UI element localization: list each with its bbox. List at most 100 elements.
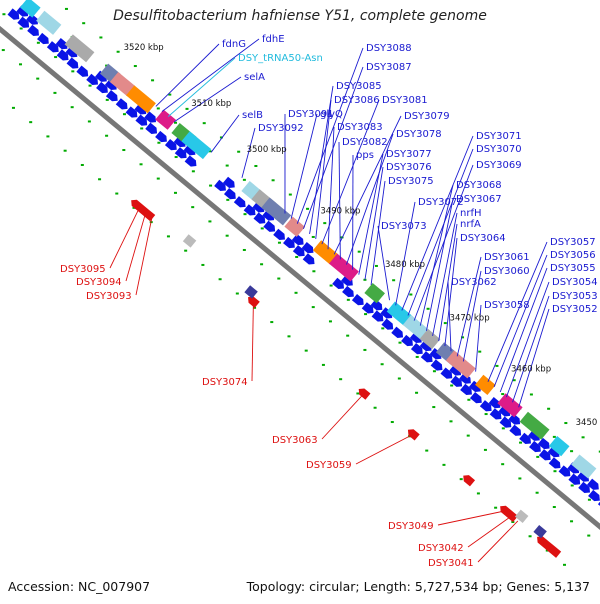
scale-tick-dot <box>277 278 280 280</box>
scale-tick-dot <box>272 179 275 181</box>
scale-tick-dot <box>219 278 222 280</box>
scale-tick-dot <box>358 251 361 253</box>
scale-tick-dot <box>270 321 273 323</box>
feature-label[interactable]: DSY3062 <box>451 277 497 288</box>
scale-tick-dot <box>174 122 177 124</box>
feature-label[interactable]: DSY3085 <box>336 81 382 92</box>
accession-text: Accession: NC_007907 <box>8 579 150 594</box>
feature-block[interactable] <box>475 375 496 395</box>
reverse-feature-leader-line <box>478 521 518 562</box>
kbp-tick-label: 3500 kbp <box>247 145 287 155</box>
forward-gene-arrow[interactable] <box>303 253 317 267</box>
scale-tick-dot <box>71 70 74 72</box>
feature-label[interactable]: DSY3056 <box>550 250 596 261</box>
reverse-feature-label[interactable]: DSY3063 <box>272 435 318 446</box>
feature-label[interactable]: nrfH <box>460 208 482 219</box>
reverse-gene-arrow[interactable] <box>405 427 419 441</box>
feature-label[interactable]: DSY3060 <box>484 266 530 277</box>
reverse-feature-label[interactable]: DSY3095 <box>60 264 106 275</box>
feature-label[interactable]: DSY3057 <box>550 237 596 248</box>
feature-label[interactable]: DSY3083 <box>337 122 383 133</box>
scale-tick-dot <box>570 450 573 452</box>
feature-label[interactable]: DSY3052 <box>552 304 598 315</box>
scale-tick-dot <box>157 142 160 144</box>
feature-block[interactable] <box>364 283 385 303</box>
scale-tick-dot <box>494 507 497 509</box>
feature-label[interactable]: DSY3054 <box>552 277 598 288</box>
feature-label[interactable]: DSY3070 <box>476 144 522 155</box>
reverse-feature-label[interactable]: DSY3074 <box>202 377 248 388</box>
feature-label[interactable]: DSY3069 <box>476 160 522 171</box>
feature-label[interactable]: DSY3076 <box>386 162 432 173</box>
feature-label[interactable]: nrfA <box>460 219 481 230</box>
scale-tick-dot <box>287 335 290 337</box>
reverse-feature-label[interactable]: DSY3093 <box>86 291 132 302</box>
feature-label[interactable]: DSY3058 <box>484 300 530 311</box>
reverse-feature-block[interactable] <box>515 510 528 523</box>
scale-tick-dot <box>184 250 187 252</box>
scale-tick-dot <box>186 108 189 110</box>
scale-tick-dot <box>140 163 143 165</box>
reverse-feature-leader-line <box>322 393 364 439</box>
feature-label[interactable]: pps <box>356 150 374 161</box>
reverse-feature-label[interactable]: DSY3094 <box>76 277 122 288</box>
feature-label[interactable]: DSY3068 <box>456 180 502 191</box>
scale-tick-dot <box>553 470 556 472</box>
reverse-feature-block[interactable] <box>533 525 546 538</box>
feature-label[interactable]: glyQ <box>320 109 343 120</box>
scale-tick-dot <box>460 478 463 480</box>
feature-label[interactable]: DSY3055 <box>550 263 596 274</box>
reverse-feature-label[interactable]: DSY3041 <box>428 558 474 569</box>
feature-label[interactable]: DSY3088 <box>366 43 412 54</box>
scale-tick-dot <box>134 65 137 67</box>
feature-label[interactable]: DSY3064 <box>460 233 506 244</box>
scale-tick-dot <box>398 377 401 379</box>
feature-label[interactable]: DSY3067 <box>456 194 502 205</box>
feature-label[interactable]: DSY3078 <box>396 129 442 140</box>
feature-label[interactable]: DSY3053 <box>552 291 598 302</box>
reverse-feature-leader-line <box>110 207 140 268</box>
reverse-feature-block[interactable] <box>183 234 196 247</box>
scale-tick-dot <box>518 477 521 479</box>
scale-tick-dot <box>536 456 539 458</box>
scale-tick-dot <box>444 322 447 324</box>
feature-label[interactable]: DSY3081 <box>382 95 428 106</box>
scale-tick-dot <box>29 121 32 123</box>
feature-label[interactable]: selB <box>242 110 263 121</box>
feature-block[interactable] <box>497 393 522 417</box>
reverse-feature-label[interactable]: DSY3059 <box>306 460 352 471</box>
reverse-gene-arrow[interactable] <box>461 473 475 487</box>
scale-tick-dot <box>467 435 470 437</box>
scale-tick-dot <box>485 413 488 415</box>
scale-tick-dot <box>81 164 84 166</box>
feature-label[interactable]: DSY3071 <box>476 131 522 142</box>
feature-label[interactable]: fdhE <box>262 34 285 45</box>
reverse-feature-block[interactable] <box>244 285 257 298</box>
feature-label[interactable]: DSY_tRNA50-Asn <box>238 53 323 64</box>
scale-tick-dot <box>192 170 195 172</box>
reverse-feature-label[interactable]: DSY3049 <box>388 521 434 532</box>
feature-label[interactable]: DSY3082 <box>342 137 388 148</box>
kbp-tick-label: 3470 kbp <box>450 313 490 323</box>
forward-gene-arrow[interactable] <box>185 155 199 169</box>
feature-label[interactable]: fdnG <box>222 39 246 50</box>
scale-tick-dot <box>409 294 412 296</box>
feature-label[interactable]: DSY3075 <box>388 176 434 187</box>
reverse-feature-label[interactable]: DSY3042 <box>418 543 464 554</box>
feature-label[interactable]: DSY3087 <box>366 62 412 73</box>
scale-tick-dot <box>529 535 532 537</box>
scale-tick-dot <box>478 351 481 353</box>
scale-tick-dot <box>89 85 92 87</box>
feature-label[interactable]: DSY3061 <box>484 252 530 263</box>
scale-tick-dot <box>427 308 430 310</box>
feature-label[interactable]: DSY3073 <box>381 221 427 232</box>
scale-tick-dot <box>547 408 550 410</box>
feature-label[interactable]: DSY3079 <box>404 111 450 122</box>
feature-label[interactable]: DSY3077 <box>386 149 432 160</box>
reverse-feature-leader-line <box>136 217 152 295</box>
feature-label[interactable]: DSY3092 <box>258 123 304 134</box>
feature-label[interactable]: DSY3086 <box>334 95 380 106</box>
feature-label[interactable]: selA <box>244 72 265 83</box>
